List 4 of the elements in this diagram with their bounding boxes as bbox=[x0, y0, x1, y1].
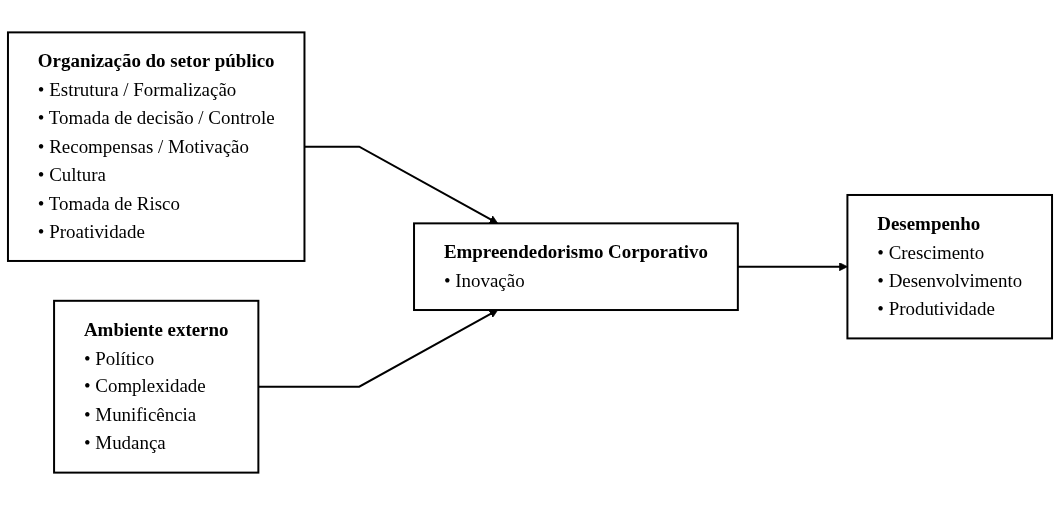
node-box: Organização do setor público • Estrutura / Formalização • Tomada de decisão / Controle • Recompensas / Motivação • Cultura • Tomada de Risco • Proatividade bbox=[6, 31, 306, 262]
node-box: Ambiente externo • Político • Complexidade • Munificência • Mudança bbox=[53, 299, 260, 474]
node-box: Empreendedorismo Corporativo • Inovação bbox=[413, 222, 739, 311]
node-box: Desempenho • Crescimento • Desenvolvimento • Produtividade bbox=[846, 194, 1054, 340]
